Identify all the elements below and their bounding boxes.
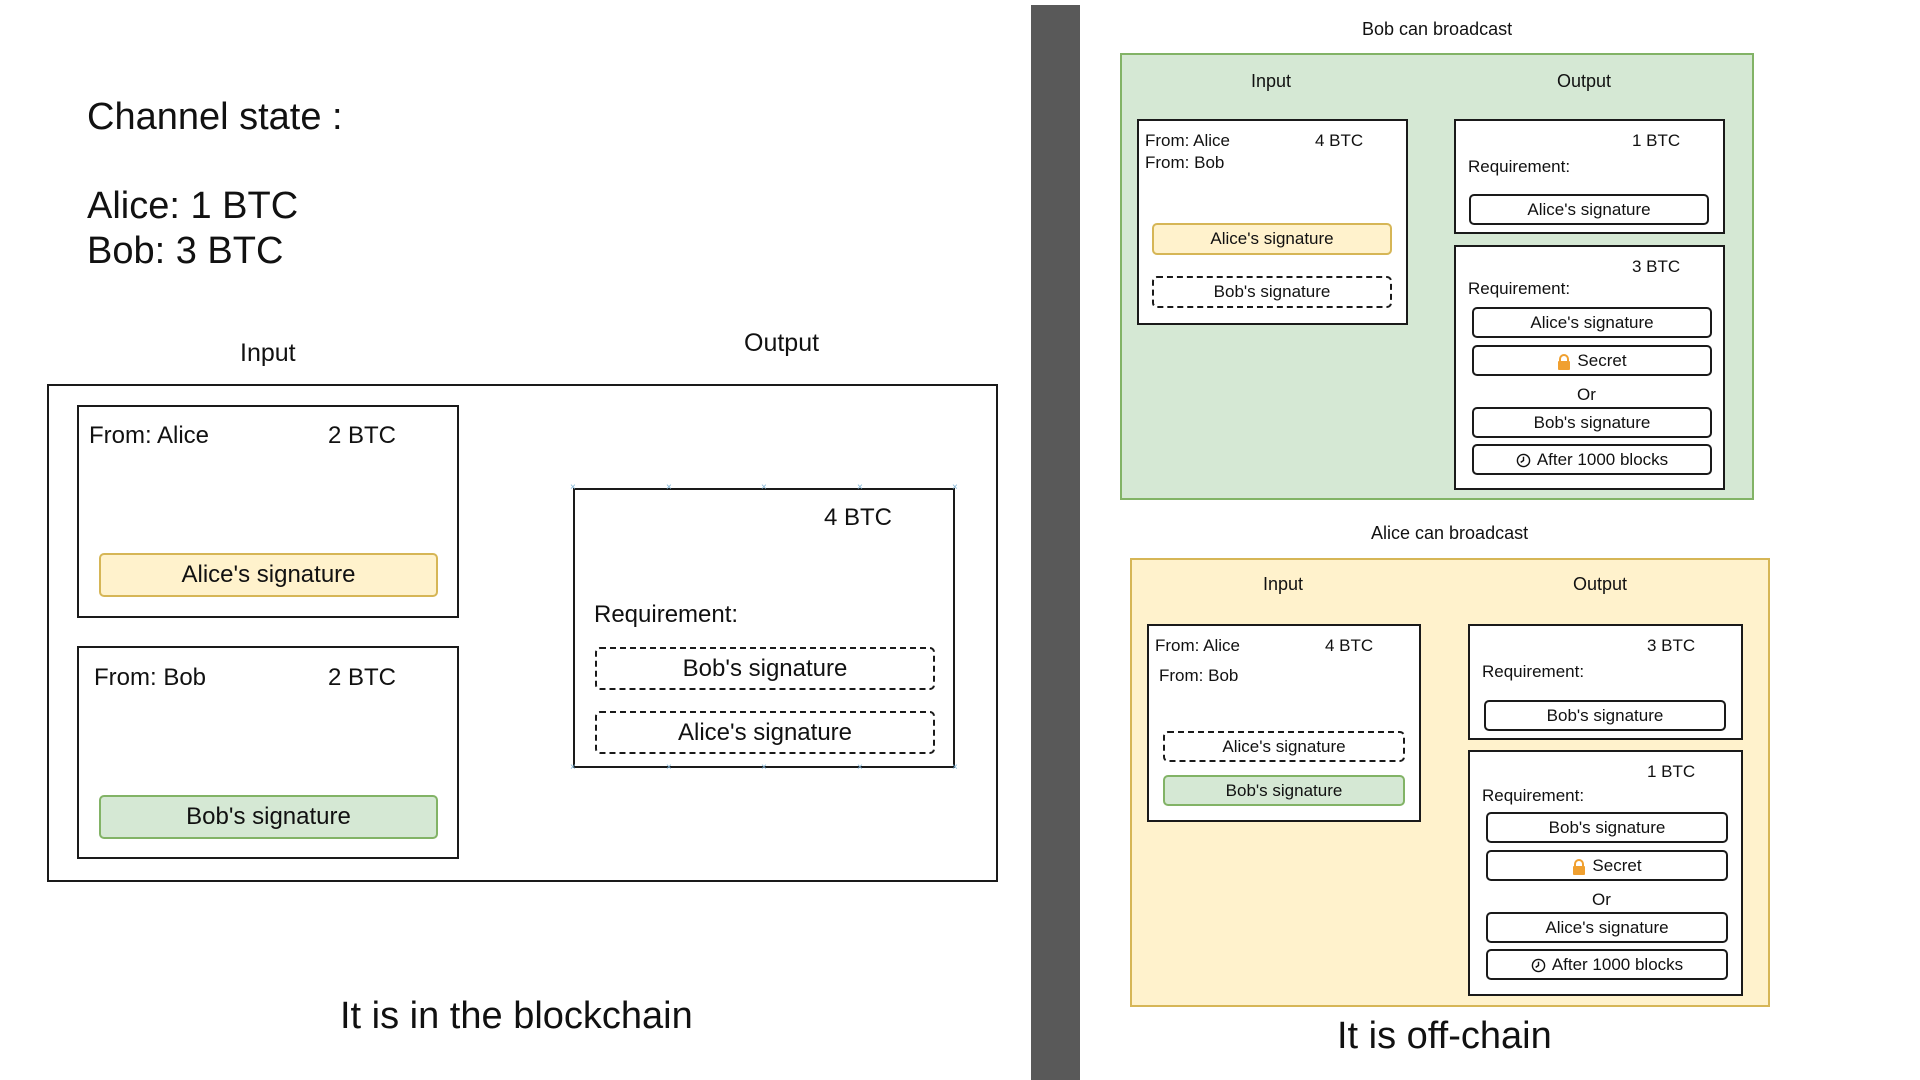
output-bob-signature: Bob's signature bbox=[595, 647, 935, 690]
alice-panel-out1-bob-signature: Bob's signature bbox=[1484, 700, 1726, 731]
alice-panel-out2-requirement: Requirement: bbox=[1482, 786, 1585, 805]
alice-panel-out2-bob-signature: Bob's signature bbox=[1486, 812, 1728, 843]
bob-commitment-panel: Input Output From: Alice From: Bob 4 BTC… bbox=[1120, 53, 1754, 500]
bob-panel-bob-signature: Bob's signature bbox=[1152, 276, 1392, 308]
output-amount: 4 BTC bbox=[824, 504, 893, 531]
bob-panel-out1-amount: 1 BTC bbox=[1632, 131, 1681, 150]
vertical-divider bbox=[1031, 5, 1080, 1080]
alice-balance: Alice: 1 BTC bbox=[87, 185, 299, 227]
output-requirement: Requirement: bbox=[594, 601, 739, 628]
selection-handle: × bbox=[761, 482, 767, 493]
alice-panel-input-amount: 4 BTC bbox=[1325, 636, 1374, 655]
alice-panel-out2-timelock-label: After 1000 blocks bbox=[1551, 955, 1684, 974]
bob-panel-out2-bob-signature: Bob's signature bbox=[1472, 407, 1712, 438]
alice-panel-out2-amount: 1 BTC bbox=[1647, 762, 1696, 781]
alice-panel-out2-alice-signature: Alice's signature bbox=[1486, 912, 1728, 943]
bob-panel-out2-requirement: Requirement: bbox=[1468, 279, 1571, 298]
clock-icon bbox=[1516, 453, 1531, 468]
bob-balance: Bob: 3 BTC bbox=[87, 230, 284, 272]
selection-handle: × bbox=[761, 762, 767, 773]
selection-handle: × bbox=[952, 482, 958, 493]
alice-panel-output-label: Output bbox=[1573, 574, 1628, 594]
input-bob: From: Bob 2 BTC Bob's signature bbox=[77, 646, 459, 859]
input-alice: From: Alice 2 BTC Alice's signature bbox=[77, 405, 459, 618]
bob-panel-out2-secret-label: Secret bbox=[1577, 351, 1627, 370]
alice-panel-out1-requirement: Requirement: bbox=[1482, 662, 1585, 681]
bob-signature: Bob's signature bbox=[99, 795, 438, 839]
bob-panel-out2-secret: Secret bbox=[1472, 345, 1712, 376]
output-label: Output bbox=[744, 329, 820, 357]
alice-panel-input-from-alice: From: Alice bbox=[1155, 636, 1241, 655]
bob-panel-alice-signature: Alice's signature bbox=[1152, 223, 1392, 255]
alice-panel-out2-secret: Secret bbox=[1486, 850, 1728, 881]
alice-panel-input-label: Input bbox=[1263, 574, 1304, 594]
selection-handle: × bbox=[666, 762, 672, 773]
input-alice-from: From: Alice bbox=[89, 422, 210, 449]
bob-panel-input-from-alice: From: Alice bbox=[1145, 131, 1231, 150]
bob-panel-input-amount: 4 BTC bbox=[1315, 131, 1364, 150]
right-caption: It is off-chain bbox=[1337, 1015, 1552, 1057]
alice-signature: Alice's signature bbox=[99, 553, 438, 597]
bob-panel-input: From: Alice From: Bob 4 BTC Alice's sign… bbox=[1137, 119, 1408, 325]
alice-panel-output-1: 3 BTC Requirement: Bob's signature bbox=[1468, 624, 1743, 740]
selection-handle: × bbox=[570, 482, 576, 493]
lock-icon bbox=[1573, 858, 1586, 875]
clock-icon bbox=[1531, 958, 1546, 973]
alice-panel-out1-amount: 3 BTC bbox=[1647, 636, 1696, 655]
alice-commitment-panel: Input Output From: Alice From: Bob 4 BTC… bbox=[1130, 558, 1770, 1007]
input-bob-from: From: Bob bbox=[94, 664, 207, 691]
input-alice-amount: 2 BTC bbox=[328, 422, 397, 449]
bob-panel-out1-requirement: Requirement: bbox=[1468, 157, 1571, 176]
alice-panel-out2-or: Or bbox=[1592, 890, 1611, 909]
alice-panel-input-from-bob: From: Bob bbox=[1159, 666, 1239, 685]
input-label: Input bbox=[240, 339, 296, 367]
bob-panel-output-label: Output bbox=[1557, 71, 1612, 91]
left-caption: It is in the blockchain bbox=[340, 995, 693, 1037]
output-alice-signature: Alice's signature bbox=[595, 711, 935, 754]
bob-panel-out2-alice-signature: Alice's signature bbox=[1472, 307, 1712, 338]
alice-panel-alice-signature: Alice's signature bbox=[1163, 731, 1405, 762]
alice-panel-out2-timelock: After 1000 blocks bbox=[1486, 949, 1728, 980]
bob-panel-input-from-bob: From: Bob bbox=[1145, 153, 1225, 172]
selection-handle: × bbox=[570, 762, 576, 773]
bob-panel-input-label: Input bbox=[1251, 71, 1292, 91]
bob-panel-out2-or: Or bbox=[1577, 385, 1596, 404]
selection-handle: × bbox=[666, 482, 672, 493]
bob-panel-out2-timelock-label: After 1000 blocks bbox=[1536, 450, 1669, 469]
bob-panel-out1-alice-signature: Alice's signature bbox=[1469, 194, 1709, 225]
selection-handle: × bbox=[952, 762, 958, 773]
input-bob-amount: 2 BTC bbox=[328, 664, 397, 691]
channel-state-title: Channel state : bbox=[87, 96, 343, 138]
bob-panel-out2-timelock: After 1000 blocks bbox=[1472, 444, 1712, 475]
alice-panel-out2-secret-label: Secret bbox=[1592, 856, 1642, 875]
selection-handle: × bbox=[857, 482, 863, 493]
alice-panel-bob-signature: Bob's signature bbox=[1163, 775, 1405, 806]
alice-panel-title: Alice can broadcast bbox=[1371, 523, 1529, 543]
bob-panel-title: Bob can broadcast bbox=[1362, 19, 1513, 39]
selection-handle: × bbox=[857, 762, 863, 773]
alice-panel-output-2: 1 BTC Requirement: Bob's signature Secre… bbox=[1468, 750, 1743, 996]
bob-panel-output-2: 3 BTC Requirement: Alice's signature Sec… bbox=[1454, 245, 1725, 490]
alice-panel-input: From: Alice From: Bob 4 BTC Alice's sign… bbox=[1147, 624, 1421, 822]
lock-icon bbox=[1558, 353, 1571, 370]
output-multisig: 4 BTC Requirement: Bob's signature Alice… bbox=[573, 488, 955, 768]
bob-panel-output-1: 1 BTC Requirement: Alice's signature bbox=[1454, 119, 1725, 234]
bob-panel-out2-amount: 3 BTC bbox=[1632, 257, 1681, 276]
